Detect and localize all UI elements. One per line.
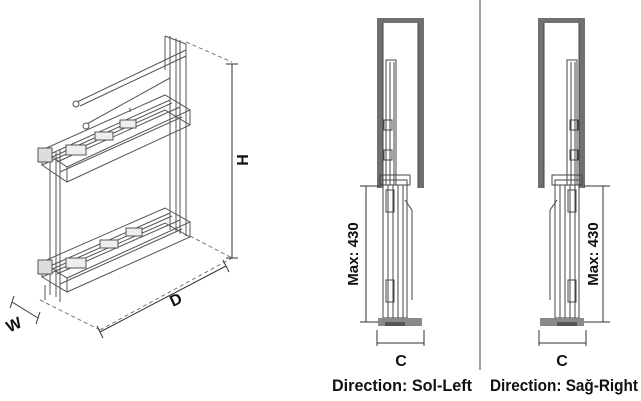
caption-right: Direction: Sağ-Right xyxy=(490,376,638,395)
max-label-right: Max: 430 xyxy=(585,222,602,285)
max-dimension-left xyxy=(360,185,380,323)
caption-left: Direction: Sol-Left xyxy=(332,376,472,395)
cabinet-wall-right-outer xyxy=(418,18,424,188)
front-frame xyxy=(49,150,61,298)
cabinet-wall-left-outer xyxy=(377,18,383,188)
clearance-label-right: C xyxy=(556,353,568,370)
rear-frame xyxy=(164,35,187,236)
top-rail xyxy=(72,49,187,130)
side-view-right: Max: 430 C xyxy=(538,18,610,370)
cabinet-outline xyxy=(39,41,233,331)
clearance-dimension-right xyxy=(538,330,587,346)
clearance-dimension-left xyxy=(376,330,425,346)
cabinet-wall-left-outer-r xyxy=(538,18,544,188)
upper-basket xyxy=(37,94,192,183)
width-dimension xyxy=(9,295,41,325)
width-label: W xyxy=(4,314,26,336)
depth-label: D xyxy=(167,290,185,310)
isometric-basket-unit xyxy=(37,35,233,331)
height-label: H xyxy=(235,154,252,166)
cabinet-wall-right-outer-r xyxy=(579,18,585,188)
max-dimension-right xyxy=(584,185,610,323)
clearance-label-left: C xyxy=(395,353,407,370)
side-view-left: Max: 430 C xyxy=(345,18,425,370)
height-dimension xyxy=(226,63,238,259)
depth-dimension xyxy=(96,259,230,339)
lower-basket xyxy=(37,207,192,302)
max-label-left: Max: 430 xyxy=(345,222,362,285)
